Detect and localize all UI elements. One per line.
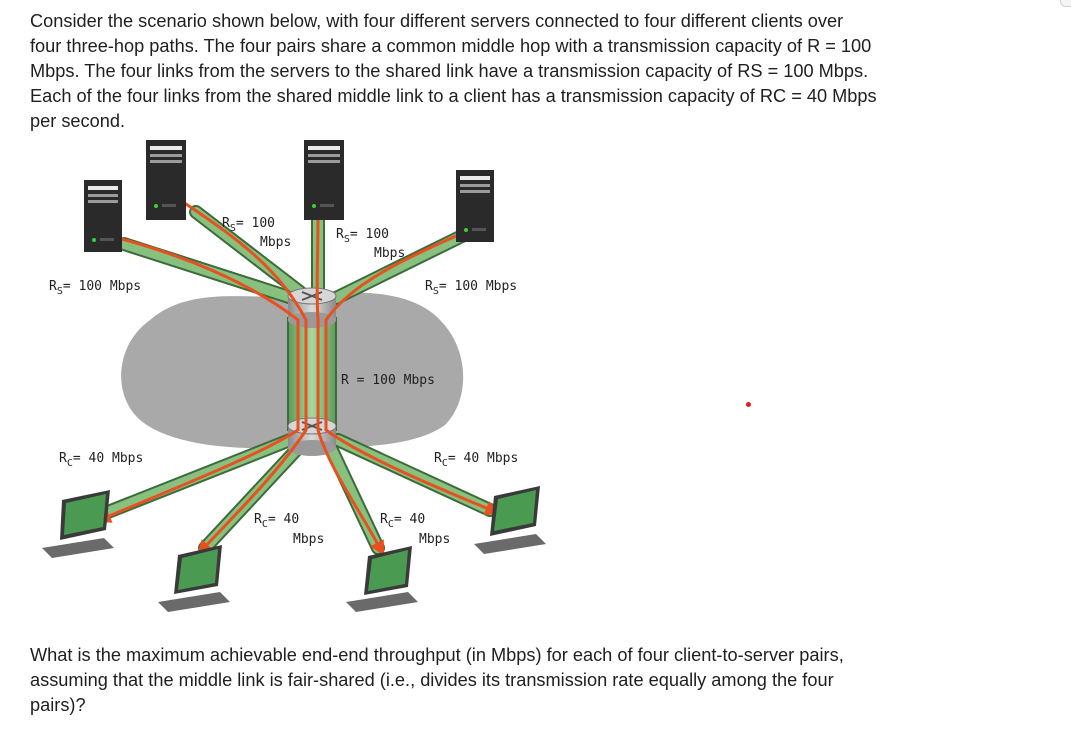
client-computer-icon <box>474 486 546 554</box>
flow-path <box>324 228 501 515</box>
intro-line: per second. <box>30 111 126 131</box>
svg-text:R = 100 Mbps: R = 100 Mbps <box>341 373 435 388</box>
question-line: pairs)? <box>30 695 86 715</box>
label-rs-top-mid: RS= 100 Mbps <box>336 227 405 261</box>
label-rc-bottom-right: RC= 40 Mbps <box>380 512 450 547</box>
traffic-flows <box>95 198 501 556</box>
server-icon <box>84 180 122 252</box>
shared-link-pipe <box>287 317 337 431</box>
intro-line: Mbps. The four links from the servers to… <box>30 61 869 81</box>
cursor-dot <box>746 402 751 407</box>
server-icon <box>304 140 344 220</box>
intro-line: four three-hop paths. The four pairs sha… <box>30 36 872 56</box>
problem-statement: Consider the scenario shown below, with … <box>30 9 1030 134</box>
label-rs-left: RS= 100 Mbps <box>49 279 141 297</box>
label-rc-left: RC= 40 Mbps <box>59 451 143 469</box>
router-icon <box>287 287 337 328</box>
svg-text:RC= 40 Mbps: RC= 40 Mbps <box>434 451 518 469</box>
router-icon <box>287 417 337 456</box>
svg-text:RS= 100 Mbps: RS= 100 Mbps <box>49 279 141 297</box>
flow-path <box>315 212 385 556</box>
flow-path <box>178 198 308 556</box>
svg-text:Mbps: Mbps <box>374 246 405 261</box>
svg-text:Mbps: Mbps <box>419 532 450 547</box>
flow-path <box>95 236 300 523</box>
scrollbar-corner[interactable] <box>1060 0 1071 7</box>
server-icon <box>456 170 494 242</box>
link-pipe <box>191 207 305 297</box>
label-rc-bottom-left: RC= 40 Mbps <box>254 512 324 547</box>
question-line: What is the maximum achievable end-end t… <box>30 645 844 665</box>
svg-text:RS= 100: RS= 100 <box>222 216 275 234</box>
client-computer-icon <box>158 545 230 612</box>
question-line: assuming that the middle link is fair-sh… <box>30 670 834 690</box>
client-computer-icon <box>346 546 418 612</box>
client-computer-icon <box>42 490 114 558</box>
svg-text:RS= 100 Mbps: RS= 100 Mbps <box>425 279 517 297</box>
server-links <box>117 205 469 305</box>
svg-text:RC= 40 Mbps: RC= 40 Mbps <box>59 451 143 469</box>
svg-text:RC= 40: RC= 40 <box>254 512 299 530</box>
svg-text:RS= 100: RS= 100 <box>336 227 389 245</box>
label-r-middle: R = 100 Mbps <box>341 373 435 388</box>
intro-line: Each of the four links from the shared m… <box>30 86 877 106</box>
label-rs-right: RS= 100 Mbps <box>425 279 517 297</box>
svg-text:Mbps: Mbps <box>260 235 291 250</box>
svg-text:Mbps: Mbps <box>293 532 324 547</box>
server-icon <box>146 140 186 220</box>
label-rc-right: RC= 40 Mbps <box>434 451 518 469</box>
label-rs-top-left: RS= 100 Mbps <box>222 216 291 250</box>
svg-text:RC= 40: RC= 40 <box>380 512 425 530</box>
link-pipe <box>119 239 297 303</box>
question-text: What is the maximum achievable end-end t… <box>30 643 1030 718</box>
intro-line: Consider the scenario shown below, with … <box>30 11 844 31</box>
